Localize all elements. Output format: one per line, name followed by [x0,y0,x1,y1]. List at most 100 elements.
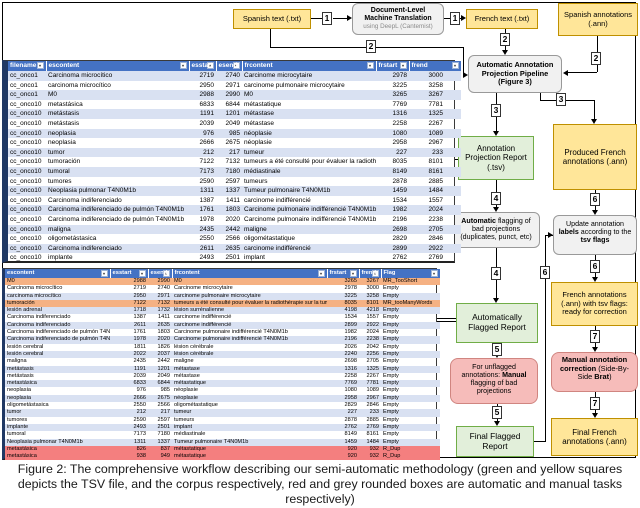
table-cell: Empty [381,292,440,300]
table-cell: Empty [383,285,399,292]
filter-dropdown-icon: ▾ [232,62,240,69]
table-cell: 2020 [148,336,172,344]
table-cell: 2719 [189,71,216,81]
table-cell: Empty [383,329,399,336]
table-cell: Empty [381,380,440,388]
table-cell: metastásica [48,100,83,108]
table-cell: Empty [381,409,440,417]
table-cell: 2566 [157,402,170,409]
table-cell: maligna [46,224,189,235]
column-header-label: frend [361,270,377,276]
table-cell: maligne [174,358,194,365]
table-cell: 2958 [327,394,359,403]
table-cell: lésion surrénalienne [172,307,327,315]
table-cell: Neoplasia pulmonar T4N0M1b [5,438,110,446]
table-cell: 1191 [110,365,148,373]
column-header-label: esend [218,62,238,69]
table-cell: Empty [381,438,440,446]
table-cell: Carcinoma indiferenciado de pulmón T4N0M… [48,215,185,223]
table-cell: 2846 [428,235,443,243]
column-header: ▾frstart [327,269,360,278]
table-cell: 8149 [376,166,409,177]
table-cell: néoplasie [244,139,272,147]
table-cell: cc_onco1 [8,71,46,81]
table-cell: 6844 [225,100,240,108]
table-cell: 2597 [157,416,170,423]
table-cell: 1534 [344,314,357,321]
table-cell: médiastinale [242,166,376,177]
table-cell: Empty [381,336,440,344]
table-cell: 3265 [327,278,359,286]
table-cell: 2550 [133,402,146,409]
step-badge: 4 [491,267,501,280]
table-cell: cc_onco10 [8,186,46,196]
table-cell: 4218 [359,307,381,315]
table-cell: 2442 [216,224,242,235]
table-cell: M0 [46,90,189,100]
update-labels-box: Update annotation labels according to th… [553,215,637,255]
table-cell: 1311 [189,186,216,196]
table-cell: implant [244,254,265,262]
table-cell: Empty [383,431,399,438]
table-cell: 212 [189,147,216,158]
label-segment: Automatic [461,217,496,225]
table-cell: 2049 [225,119,240,127]
arrowhead [493,131,499,136]
table-cell: 227 [376,147,409,158]
table-cell: M0 [5,278,110,286]
filter-dropdown-icon: ▾ [349,270,357,277]
connector-line [270,29,271,48]
table-cell: 2267 [366,372,379,379]
table-cell: 2967 [359,394,381,403]
column-header: ▾esend [216,61,243,71]
table-cell: oligométastatique [244,235,295,243]
table-cell: 932 [359,453,381,461]
column-header: ▾Flag [381,269,441,278]
table-cell: cc_onco1 [8,90,46,100]
table-cell: implante [48,254,73,262]
step-badge: 1 [322,12,332,25]
manual-correction-box: Manual annotation correction (Side-By-Si… [551,352,638,392]
table-cell: 8035 [392,158,407,166]
table-cell: 2740 [157,285,170,292]
table-cell: 7180 [216,166,242,177]
table-cell: 2958 [392,139,407,147]
table-cell: tumeurs [174,416,195,423]
table-cell: tumeur [242,147,376,158]
table-cell: 1761 [133,329,146,336]
table-cell: Empty [381,350,440,359]
table-cell: métastatique [244,100,282,108]
table-cell: Tumeur pulmonaire T4N0M1b [242,186,376,196]
table-cell: 2719 [133,285,146,292]
table-cell: 1978 [110,336,148,344]
table-cell: MR_TooShort [381,278,440,286]
mt-title-line1: Document-Level [370,7,426,15]
table-cell: 7132 [148,299,172,308]
table-cell: 1982 [344,329,357,336]
table-cell: Carcinoma indiferenciado de pulmón T4N0M… [7,329,110,336]
arrowhead [493,207,499,212]
label-segment: Manual annotation correction [559,355,628,373]
table-cell: Carcinome pulmonaire indifférencié T4N0M… [174,329,288,336]
table-cell: tumor [5,409,110,417]
table-cell: 1089 [409,128,461,139]
table-cell: carcinome indifférencié [242,243,376,254]
table-cell: neoplasia [48,139,76,147]
table-cell: 1811 [133,343,146,350]
table-cell: 7173 [133,431,146,438]
label-segment: labels [558,228,579,237]
table-cell: cc_onco10 [8,128,46,139]
column-header: ▾frstart [376,61,410,71]
table-cell: cc_onco10 [10,215,42,223]
connector-line [437,318,456,319]
